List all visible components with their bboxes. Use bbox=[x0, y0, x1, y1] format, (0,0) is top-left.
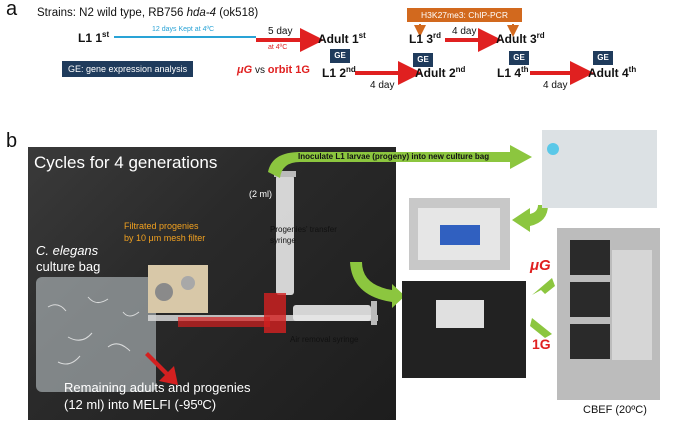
adult-4th-label: Adult 4th bbox=[588, 65, 637, 80]
melfi-arrow bbox=[145, 352, 178, 385]
green-arrow-down bbox=[350, 262, 405, 308]
vs-label: vs bbox=[252, 65, 268, 76]
ge-box-4: GE bbox=[593, 51, 613, 65]
storage-note: 12 days Kept at 4ºC bbox=[152, 26, 215, 33]
air-removal-syringe bbox=[293, 305, 371, 321]
ge-box-1: GE bbox=[330, 49, 350, 63]
filtrated-label-1: Filtrated progenies bbox=[124, 221, 199, 231]
l1-3rd-label: L1 3rd bbox=[409, 31, 442, 46]
cbef-label: CBEF (20ºC) bbox=[583, 404, 647, 416]
mu-g-label: μG bbox=[237, 64, 253, 76]
air-removal-label: Air removal syringe bbox=[290, 335, 359, 344]
remaining-label-2: (12 ml) into MELFI (-95ºC) bbox=[64, 397, 217, 412]
green-arrow-right bbox=[512, 205, 548, 232]
gravity-comparison: μG vs orbit 1G bbox=[237, 60, 310, 78]
strains-text: Strains: N2 wild type, RB756 hda-4 (ok51… bbox=[37, 7, 258, 19]
four-day-label-2: 4 day bbox=[370, 80, 395, 91]
culture-photo: Cycles for 4 generations (2 ml) Filtrate… bbox=[28, 147, 396, 420]
panel-a-letter: a bbox=[6, 0, 18, 20]
ge-legend: GE: gene expression analysis bbox=[62, 61, 194, 77]
ge-box-2: GE bbox=[413, 53, 433, 67]
celegans-label-2: culture bag bbox=[36, 259, 101, 274]
two-ml-label: (2 ml) bbox=[249, 189, 272, 199]
culture-apparatus bbox=[36, 171, 378, 392]
ge-box-3: GE bbox=[509, 51, 529, 65]
inoculate-label: Inoculate L1 larvae (progeny) into new c… bbox=[298, 152, 490, 161]
l1-1st-label: L1 1st bbox=[78, 30, 110, 45]
transfer-syringe bbox=[276, 175, 294, 295]
orbit-1g-label: orbit 1G bbox=[267, 64, 310, 76]
timeline-arrows bbox=[114, 24, 594, 85]
green-arrow-1g bbox=[530, 318, 552, 338]
one-g-big-label: 1G bbox=[532, 336, 551, 352]
new-culture-bag-photo bbox=[542, 130, 657, 208]
strain-gene: hda-4 bbox=[186, 7, 216, 19]
four-day-label-3: 4 day bbox=[452, 26, 477, 37]
chip-pcr-box: H3K27me3: ChIP-PCR bbox=[407, 8, 522, 22]
transfer-label-1: Progenies' transfer bbox=[270, 225, 337, 234]
remaining-label-1: Remaining adults and progenies bbox=[64, 380, 251, 395]
mu-g-big-label: μG bbox=[530, 257, 551, 274]
celegans-label-1: C. elegans bbox=[36, 243, 99, 258]
l1-2nd-label: L1 2nd bbox=[322, 65, 356, 80]
cycles-title: Cycles for 4 generations bbox=[34, 153, 218, 172]
strains-label: Strains: N2 wild type, RB756 bbox=[37, 7, 187, 19]
panel-b-letter: b bbox=[6, 130, 18, 152]
four-day-label-4: 4 day bbox=[543, 80, 568, 91]
at-4c-label: at 4ºC bbox=[268, 44, 288, 51]
l1-4th-label: L1 4th bbox=[497, 65, 529, 80]
transfer-label-2: syringe bbox=[270, 236, 296, 245]
black-container-photo bbox=[402, 281, 526, 378]
adult-3rd-label: Adult 3rd bbox=[496, 31, 545, 46]
green-arrow-top bbox=[268, 145, 532, 178]
filtrated-label-2: by 10 μm mesh filter bbox=[124, 233, 206, 243]
strain-allele: (ok518) bbox=[216, 7, 259, 19]
green-arrow-mu-g bbox=[532, 278, 555, 295]
five-day-label: 5 day bbox=[268, 26, 293, 37]
culture-bag-shape bbox=[36, 277, 156, 392]
adult-2nd-label: Adult 2nd bbox=[415, 65, 466, 80]
adult-1st-label: Adult 1st bbox=[318, 31, 366, 46]
